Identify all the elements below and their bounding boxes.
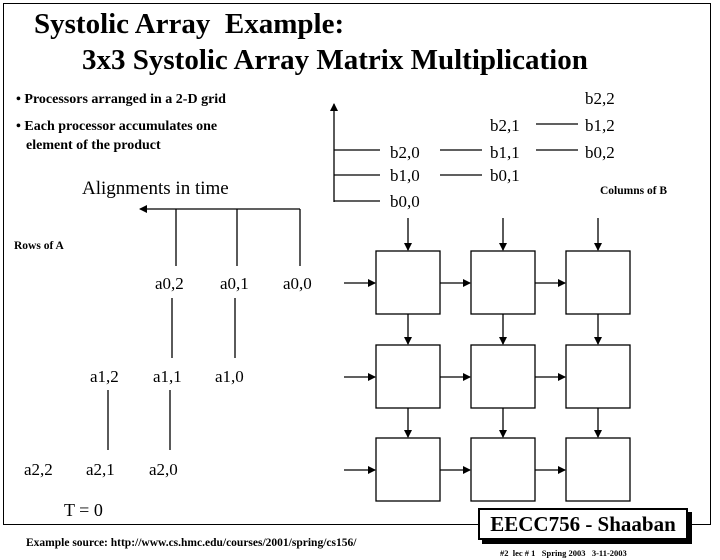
processor-cell	[470, 437, 536, 502]
processor-cell	[565, 437, 631, 502]
a-label-1-0: a1,0	[215, 367, 244, 386]
processor-cell	[565, 250, 631, 315]
course-badge: EECC756 - Shaaban	[478, 508, 688, 540]
processor-cell	[470, 344, 536, 409]
bullet-grid: • Processors arranged in a 2-D grid	[16, 92, 226, 107]
bullet-accumulate: • Each processor accumulates one	[16, 119, 218, 134]
a-label-2-0: a2,0	[149, 460, 178, 479]
b-label-1-0: b1,0	[390, 166, 420, 185]
bullet-accumulate-cont: element of the product	[26, 138, 161, 153]
slide-frame	[3, 3, 711, 525]
b-label-2-1: b2,1	[490, 116, 520, 135]
b-label-0-1: b0,1	[490, 166, 520, 185]
b-label-1-2: b1,2	[585, 116, 615, 135]
processor-cell	[375, 344, 441, 409]
processor-grid	[375, 250, 631, 502]
example-source: Example source: http://www.cs.hmc.edu/co…	[26, 537, 357, 549]
slide-title-line1: Systolic Array Example:	[34, 8, 345, 40]
a-label-1-1: a1,1	[153, 367, 182, 386]
a-label-0-2: a0,2	[155, 274, 184, 293]
b-label-2-2: b2,2	[585, 89, 615, 108]
time-label: T = 0	[64, 500, 103, 520]
a-label-1-2: a1,2	[90, 367, 119, 386]
rows-of-a-label: Rows of A	[14, 240, 64, 252]
a-label-0-1: a0,1	[220, 274, 249, 293]
b-label-1-1: b1,1	[490, 143, 520, 162]
processor-cell	[565, 344, 631, 409]
processor-cell	[375, 437, 441, 502]
a-label-2-2: a2,2	[24, 460, 53, 479]
b-label-0-2: b0,2	[585, 143, 615, 162]
b-label-0-0: b0,0	[390, 192, 420, 211]
alignments-label: Alignments in time	[82, 178, 229, 199]
slide-title-line2: 3x3 Systolic Array Matrix Multiplication	[82, 44, 588, 76]
a-label-2-1: a2,1	[86, 460, 115, 479]
processor-cell	[375, 250, 441, 315]
columns-of-b-label: Columns of B	[600, 185, 668, 197]
processor-cell	[470, 250, 536, 315]
a-label-0-0: a0,0	[283, 274, 312, 293]
b-label-2-0: b2,0	[390, 143, 420, 162]
lecture-meta: #2 lec # 1 Spring 2003 3-11-2003	[500, 548, 627, 558]
